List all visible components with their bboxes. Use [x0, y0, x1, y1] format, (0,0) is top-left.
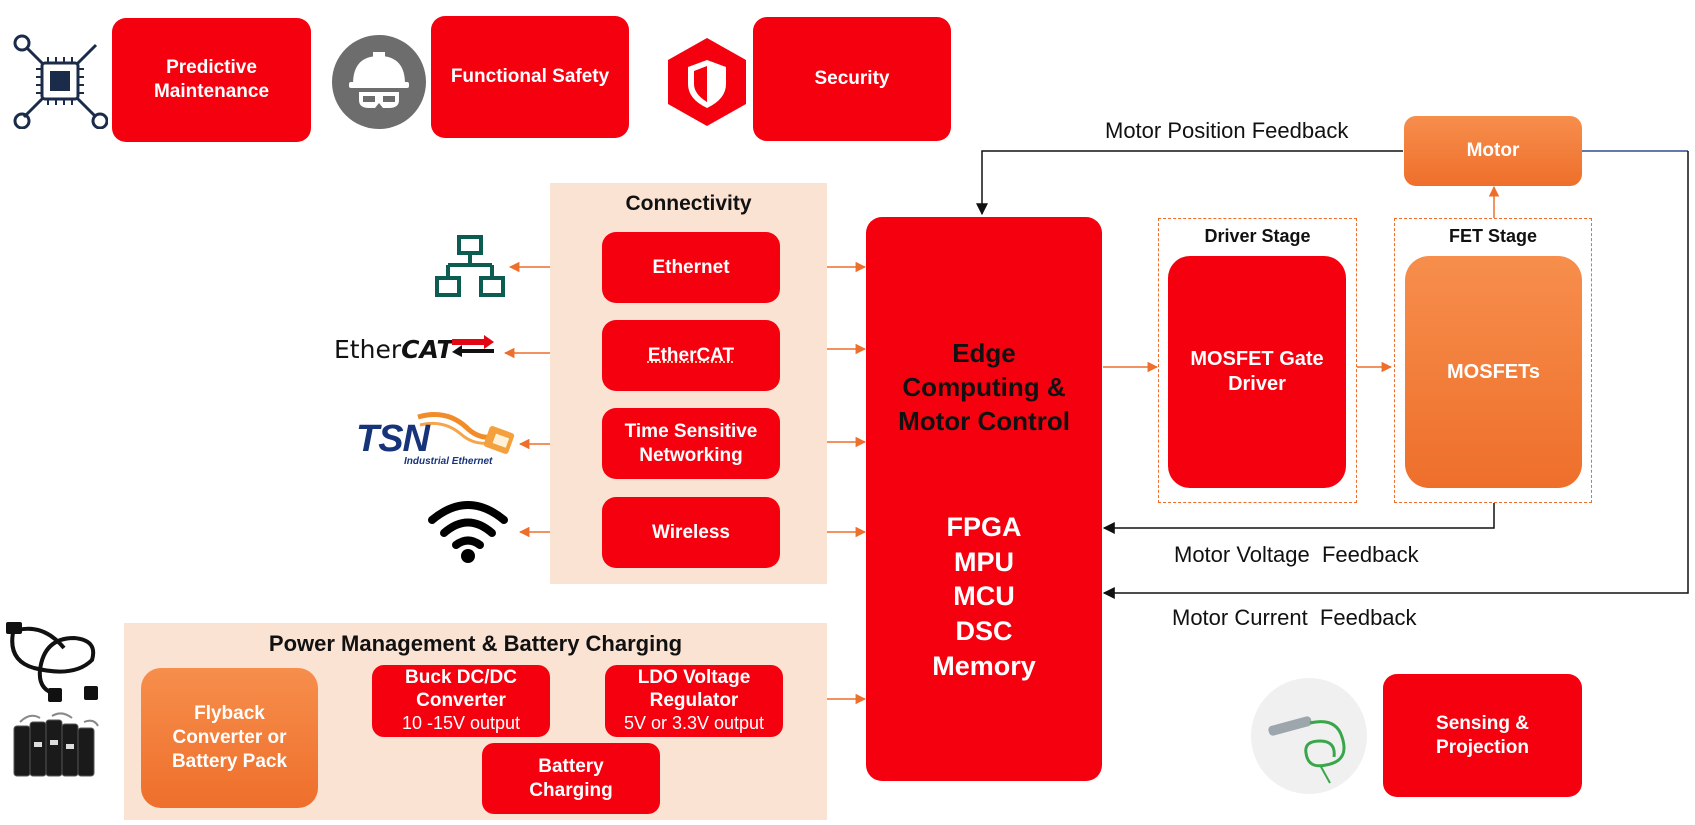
ethercat-label: EtherCAT [647, 344, 735, 366]
power-cord-icon [4, 620, 100, 704]
tsn-label: Time Sensitive Networking [624, 420, 758, 466]
core-component-fpga: FPGA [946, 512, 1022, 543]
flyback-line-1: Flyback [194, 703, 265, 725]
sensor-probe-icon [1250, 677, 1368, 795]
predictive-maintenance-box: Predictive Maintenance [112, 18, 311, 142]
battery-pack-icon [10, 712, 100, 782]
position-feedback-line [976, 150, 1403, 216]
buck-output-label: 10 -15V output [401, 713, 521, 733]
core-title-line-2: Computing & [902, 371, 1066, 402]
motor-label: Motor [1466, 140, 1520, 162]
core-title-line-3: Motor Control [898, 405, 1070, 436]
buck-line-2: Converter [416, 690, 506, 712]
voltage-feedback-line [1102, 503, 1495, 534]
flyback-line-3: Battery Pack [171, 750, 288, 772]
wifi-icon [426, 498, 510, 564]
shield-icon [666, 36, 748, 128]
wireless-box: Wireless [602, 497, 780, 568]
sensing-line-2: Projection [1436, 736, 1529, 758]
network-icon [432, 234, 508, 300]
motor-box: Motor [1404, 116, 1582, 186]
tsn-box: Time Sensitive Networking [602, 408, 780, 479]
ldo-regulator-box: LDO Voltage Regulator 5V or 3.3V output [605, 665, 783, 737]
connectivity-title: Connectivity [625, 192, 752, 215]
buck-converter-box: Buck DC/DC Converter 10 -15V output [372, 665, 550, 737]
ethernet-box: Ethernet [602, 232, 780, 303]
ethercat-arrows-icon [452, 335, 494, 357]
current-feedback-label: Motor Current Feedback [1172, 605, 1417, 630]
current-feedback-line [1102, 151, 1689, 599]
security-label: Security [814, 68, 890, 90]
fet-stage-title: FET Stage [1448, 226, 1537, 246]
buck-line-1: Buck DC/DC [405, 667, 517, 689]
mosfet-gate-driver-box: MOSFET Gate Driver [1168, 256, 1346, 488]
mosfets-box: MOSFETs [1405, 256, 1582, 488]
flyback-line-2: Converter or [172, 727, 287, 749]
mosfets-label: MOSFETs [1447, 360, 1540, 383]
voltage-feedback-label: Motor Voltage Feedback [1174, 542, 1419, 567]
battery-charging-line-2: Charging [529, 779, 613, 801]
tsn-logo-subtext: Industrial Ethernet [404, 456, 493, 467]
battery-charging-line-1: Battery [538, 755, 604, 777]
edge-computing-core-box: Edge Computing & Motor Control FPGA MPU … [866, 217, 1102, 781]
driver-stage-title: Driver Stage [1204, 226, 1311, 246]
ldo-line-1: LDO Voltage [637, 667, 751, 689]
gate-driver-line-2: Driver [1228, 373, 1286, 395]
core-component-dsc: DSC [955, 616, 1013, 647]
tsn-logo: TSN Industrial Ethernet [356, 405, 516, 469]
hard-hat-icon [331, 34, 427, 130]
fet-stage-frame [1394, 218, 1592, 503]
tsn-cable-icon [417, 412, 515, 454]
ldo-line-2: Regulator [649, 690, 739, 712]
ethernet-label: Ethernet [652, 256, 730, 278]
core-component-memory: Memory [932, 650, 1036, 681]
ethercat-logo-text-a: Ether [334, 335, 402, 364]
sensing-line-1: Sensing & [1436, 712, 1529, 734]
battery-charging-box: Battery Charging [482, 743, 660, 814]
ethercat-logo: EtherCAT [334, 335, 494, 375]
position-feedback-label: Motor Position Feedback [1105, 118, 1349, 143]
tsn-logo-text: TSN [356, 418, 430, 460]
gate-driver-line-1: MOSFET Gate [1190, 348, 1324, 370]
wireless-label: Wireless [652, 521, 730, 543]
security-box: Security [753, 17, 951, 141]
wrench-chip-icon [12, 33, 109, 130]
driver-stage-frame [1158, 218, 1357, 503]
ethercat-logo-text-b: CAT [401, 335, 454, 364]
predictive-maintenance-line-2: Maintenance [153, 81, 270, 102]
functional-safety-box: Functional Safety [431, 16, 629, 138]
ethercat-box: EtherCAT [602, 320, 780, 391]
predictive-maintenance-line-1: Predictive [166, 57, 257, 79]
power-management-title: Power Management & Battery Charging [268, 631, 683, 656]
core-component-mcu: MCU [953, 581, 1015, 612]
core-component-mpu: MPU [954, 546, 1014, 577]
sensing-projection-box: Sensing & Projection [1383, 674, 1582, 797]
functional-safety-label: Functional Safety [450, 66, 610, 88]
core-title-line-1: Edge [952, 338, 1016, 368]
flyback-converter-box: Flyback Converter or Battery Pack [141, 668, 318, 808]
ldo-output-label: 5V or 3.3V output [623, 713, 765, 733]
